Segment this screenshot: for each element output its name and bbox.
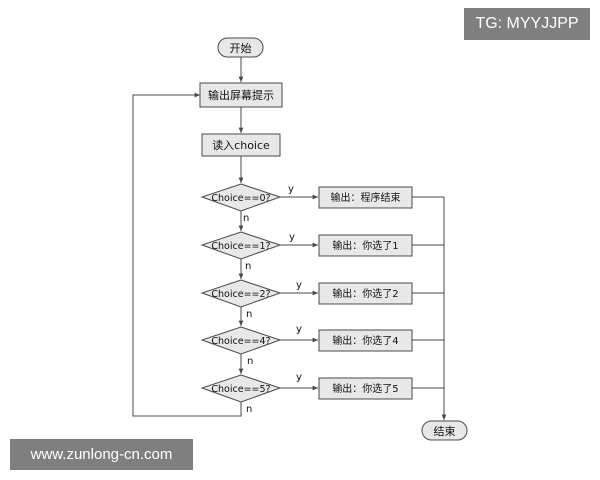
decision-5: Choice==5? xyxy=(200,374,282,403)
output-2-box: 输出：你选了2 xyxy=(318,282,413,305)
output-0-label: 输出：程序结束 xyxy=(331,191,401,204)
output-5-label: 输出：你选了5 xyxy=(332,382,398,395)
yes-label-4: y xyxy=(296,324,302,335)
no-label-0: n xyxy=(243,213,249,224)
yes-label-0: y xyxy=(288,184,294,195)
yes-label-2: y xyxy=(296,280,302,291)
no-label-5: n xyxy=(246,404,252,415)
output-4-box: 输出：你选了4 xyxy=(318,329,413,352)
no-label-1: n xyxy=(245,261,251,272)
watermark-top: TG: MYYJJPP xyxy=(464,8,590,40)
output-0-box: 输出：程序结束 xyxy=(318,186,413,209)
output-5-box: 输出：你选了5 xyxy=(318,377,413,400)
end-label: 结束 xyxy=(434,425,456,438)
line-loop-back xyxy=(132,92,242,417)
output-1-box: 输出：你选了1 xyxy=(318,234,413,257)
start-label: 开始 xyxy=(230,41,252,55)
read-process-box: 读入choice xyxy=(201,133,281,157)
prompt-label: 输出屏幕提示 xyxy=(208,88,274,102)
branch-labels: y n y n y n y n y n xyxy=(243,184,302,415)
yes-label-1: y xyxy=(289,232,295,243)
watermark-bottom: www.zunlong-cn.com xyxy=(10,439,193,470)
decision-2-condition: Choice==2? xyxy=(211,289,270,300)
decision-4: Choice==4? xyxy=(200,326,282,355)
decision-0: Choice==0? xyxy=(200,183,282,212)
decision-1-condition: Choice==1? xyxy=(211,241,270,252)
decision-1: Choice==1? xyxy=(200,231,282,260)
end-terminal: 结束 xyxy=(421,420,468,441)
decision-5-condition: Choice==5? xyxy=(211,384,270,395)
yes-label-5: y xyxy=(296,372,302,383)
output-4-label: 输出：你选了4 xyxy=(332,334,398,347)
decision-0-condition: Choice==0? xyxy=(211,193,270,204)
no-label-2: n xyxy=(246,309,252,320)
no-label-4: n xyxy=(247,356,253,367)
connectors xyxy=(132,57,447,420)
output-1-label: 输出：你选了1 xyxy=(332,239,398,252)
output-2-label: 输出：你选了2 xyxy=(332,287,398,300)
decision-4-condition: Choice==4? xyxy=(211,336,270,347)
decision-2: Choice==2? xyxy=(200,279,282,308)
read-label: 读入choice xyxy=(212,138,270,152)
prompt-process-box: 输出屏幕提示 xyxy=(199,82,283,108)
start-terminal: 开始 xyxy=(217,37,264,58)
